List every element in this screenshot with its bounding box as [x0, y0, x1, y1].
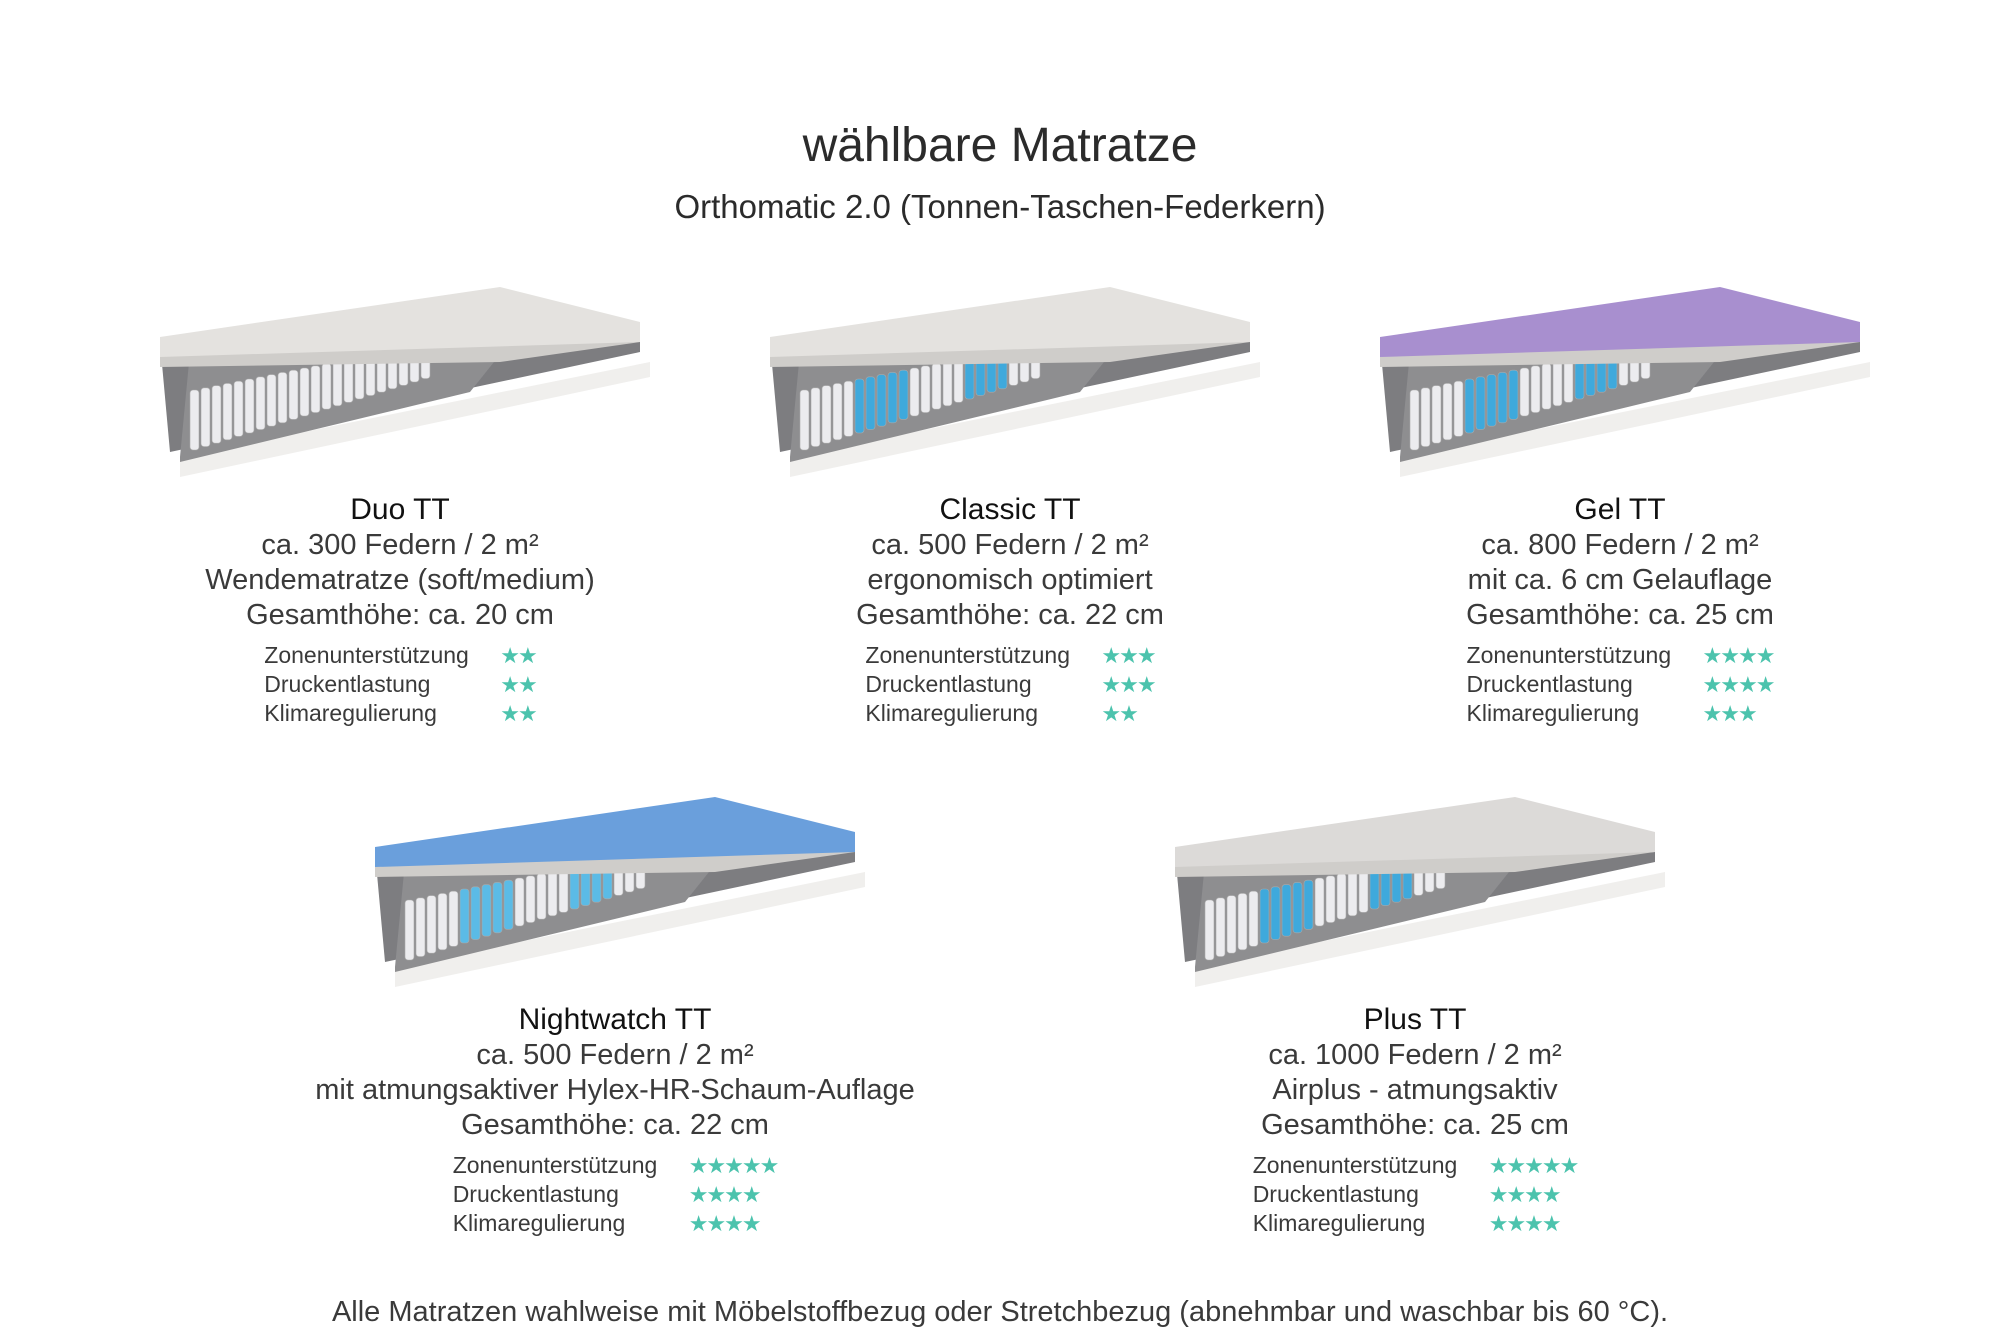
rating-label: Druckentlastung [264, 671, 431, 697]
rating-label: Druckentlastung [865, 671, 1032, 697]
mattress-detail: Airplus - atmungsaktiv [1272, 1074, 1558, 1106]
star-rating-icon: ★★★★ [688, 1211, 762, 1236]
star-rating-icon: ★★★★★ [1488, 1153, 1580, 1178]
mattress-detail: Wendematratze (soft/medium) [205, 564, 595, 596]
rating-label: Klimaregulierung [452, 1210, 626, 1236]
mattress-name: Plus TT [1363, 1003, 1467, 1036]
mattress-detail: Gesamthöhe: ca. 25 cm [1261, 1109, 1569, 1141]
rating-label: Zonenunterstützung [1466, 642, 1672, 668]
mattress-detail: mit ca. 6 cm Gelauflage [1467, 564, 1773, 596]
star-rating-icon: ★★ [500, 643, 537, 668]
spring-core [189, 343, 431, 451]
mattress-name: Duo TT [350, 493, 450, 526]
mattress-name: Nightwatch TT [518, 1003, 712, 1036]
rating-row: Druckentlastung ★★★ [865, 670, 1156, 699]
mattress-name: Classic TT [939, 493, 1081, 526]
mattress-detail: ergonomisch optimiert [867, 564, 1153, 596]
mattress-image [770, 287, 1260, 477]
rating-row: Klimaregulierung ★★★★ [1253, 1209, 1578, 1238]
mattress-image [1175, 797, 1665, 987]
rating-row: Druckentlastung ★★★★ [453, 1180, 778, 1209]
rating-label: Zonenunterstützung [452, 1152, 658, 1178]
star-rating-icon: ★★★★ [1488, 1211, 1562, 1236]
rating-list: Zonenunterstützung ★★★★ Druckentlastung ★★★… [1466, 641, 1776, 728]
rating-row: Klimaregulierung ★★★★ [453, 1209, 778, 1238]
star-rating-icon: ★★★★ [1702, 643, 1776, 668]
rating-row: Klimaregulierung ★★★ [1467, 699, 1774, 728]
rating-label: Zonenunterstützung [264, 642, 469, 668]
rating-row: Zonenunterstützung ★★ [264, 641, 537, 670]
mattress-detail: Gesamthöhe: ca. 22 cm [856, 599, 1164, 631]
spring-core [1409, 343, 1651, 451]
rating-label: Klimaregulierung [1252, 1210, 1426, 1236]
rating-row: Druckentlastung ★★★★ [1466, 670, 1776, 699]
spring-core [799, 343, 1041, 451]
spring-core [1204, 853, 1446, 961]
mattress-detail: ca. 500 Federn / 2 m² [871, 529, 1149, 561]
rating-row: Druckentlastung ★★★★ [1253, 1180, 1578, 1209]
star-rating-icon: ★★ [1101, 701, 1138, 726]
mattress-detail: Gesamthöhe: ca. 20 cm [246, 599, 554, 631]
mattress-detail: ca. 500 Federn / 2 m² [476, 1039, 754, 1071]
rating-label: Klimaregulierung [1466, 700, 1640, 726]
rating-row: Druckentlastung ★★ [264, 670, 537, 699]
mattress-image [375, 797, 865, 987]
star-rating-icon: ★★★★★ [688, 1153, 780, 1178]
mattress-detail: ca. 1000 Federn / 2 m² [1268, 1039, 1562, 1071]
rating-row: Zonenunterstützung ★★★★★ [452, 1151, 780, 1180]
rating-list: Zonenunterstützung★★★Druckentlastung★★★K… [865, 641, 1156, 728]
rating-label: Druckentlastung [452, 1181, 619, 1207]
mattress-detail: Gesamthöhe: ca. 22 cm [461, 1109, 769, 1141]
rating-label: Klimaregulierung [264, 700, 437, 726]
rating-row: Zonenunterstützung ★★★★ [1466, 641, 1776, 670]
footer-note: Alle Matratzen wahlweise mit Möbelstoffb… [331, 1296, 1669, 1328]
star-rating-icon: ★★★★ [1488, 1182, 1562, 1207]
rating-row: Klimaregulierung ★★ [264, 699, 537, 728]
rating-row: Zonenunterstützung ★★★ [865, 641, 1156, 670]
mattress-image [160, 287, 650, 477]
star-rating-icon: ★★★ [1101, 643, 1156, 668]
rating-list: Zonenunterstützung ★★★★★ Druckentlastung ★★… [452, 1151, 780, 1238]
mattress-detail: ca. 300 Federn / 2 m² [261, 529, 539, 561]
mattress-detail: ca. 800 Federn / 2 m² [1481, 529, 1759, 561]
rating-row: Klimaregulierung ★★ [865, 699, 1154, 728]
mattress-detail: Gesamthöhe: ca. 25 cm [1466, 599, 1774, 631]
rating-label: Klimaregulierung [865, 700, 1038, 726]
rating-label: Druckentlastung [1466, 671, 1633, 697]
rating-list: Zonenunterstützung★★Druckentlastung★★Kli… [264, 641, 537, 728]
rating-label: Zonenunterstützung [1252, 1152, 1458, 1178]
star-rating-icon: ★★★★ [1702, 672, 1776, 697]
rating-row: Zonenunterstützung ★★★★★ [1252, 1151, 1580, 1180]
star-rating-icon: ★★ [500, 672, 537, 697]
star-rating-icon: ★★ [500, 701, 537, 726]
star-rating-icon: ★★★ [1702, 701, 1758, 726]
mattress-name: Gel TT [1574, 493, 1666, 526]
page-subtitle: Orthomatic 2.0 (Tonnen-Taschen-Federkern… [674, 188, 1326, 225]
rating-list: Zonenunterstützung ★★★★★ Druckentlastung ★★… [1252, 1151, 1580, 1238]
star-rating-icon: ★★★ [1101, 672, 1156, 697]
page-title: wählbare Matratze [802, 119, 1198, 172]
spring-core [404, 853, 646, 961]
rating-label: Druckentlastung [1252, 1181, 1419, 1207]
rating-label: Zonenunterstützung [865, 642, 1070, 668]
star-rating-icon: ★★★★ [688, 1182, 762, 1207]
mattress-image [1380, 287, 1870, 477]
mattress-detail: mit atmungsaktiver Hylex-HR-Schaum-Aufla… [315, 1074, 915, 1106]
